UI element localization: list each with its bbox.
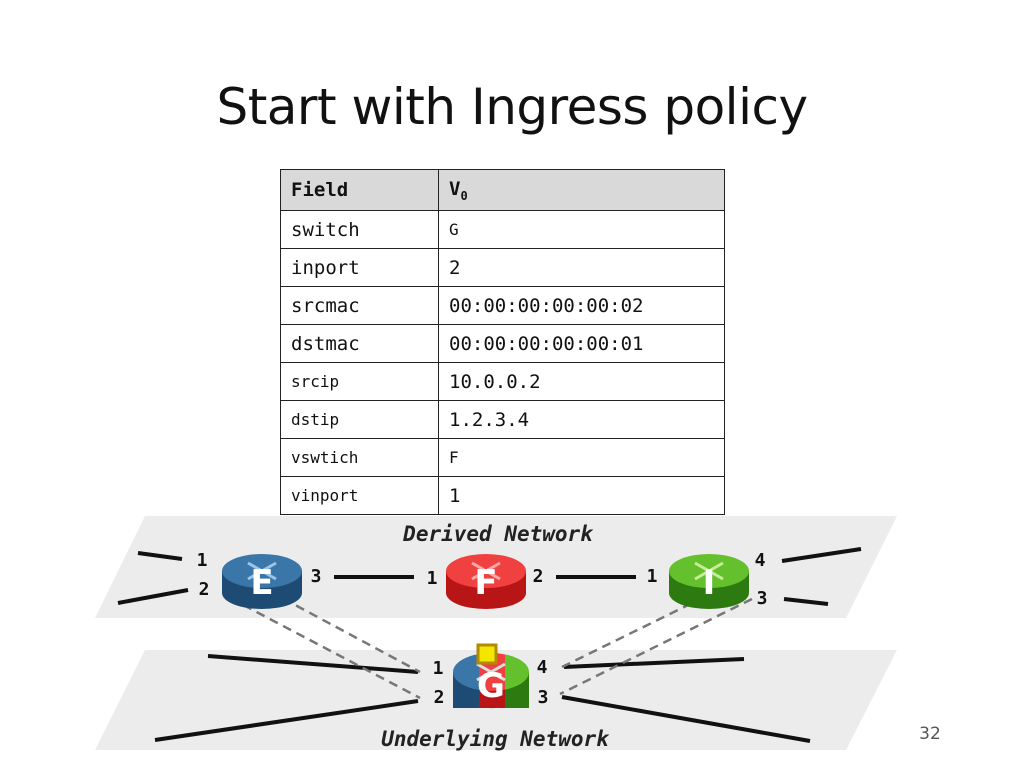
router-arrows-icon — [247, 561, 277, 581]
mapping-dashed-line — [229, 596, 421, 700]
port-label: 3 — [538, 687, 549, 708]
switch-label: G — [477, 666, 505, 706]
table-row: vswtich F — [280, 438, 725, 477]
table-header-row: Field V0 — [280, 169, 725, 211]
packet-marker-icon — [476, 643, 498, 665]
port-label: 2 — [434, 687, 445, 708]
link-line — [137, 551, 183, 561]
field-name: srcmac — [280, 286, 439, 325]
field-value: G — [438, 210, 725, 249]
switch-e: E — [222, 554, 302, 609]
port-label: 1 — [427, 568, 438, 589]
port-label: 2 — [199, 579, 210, 600]
page-number: 32 — [919, 724, 941, 744]
field-name: dstip — [280, 400, 439, 439]
mapping-dashed-line — [559, 597, 753, 696]
link-line — [117, 588, 189, 605]
port-label: 3 — [311, 566, 322, 587]
port-label: 1 — [433, 658, 444, 679]
router-arrows-icon — [476, 662, 506, 682]
table-row: switch G — [280, 210, 725, 249]
value-header-subscript: 0 — [460, 188, 468, 203]
value-header-label: V — [449, 177, 461, 200]
underlying-network-label: Underlying Network — [381, 727, 610, 751]
header-fields-table: Field V0 switch G inport 2 srcmac 00:00:… — [280, 169, 725, 515]
field-name: srcip — [280, 362, 439, 401]
port-label: 1 — [197, 550, 208, 571]
port-label: 2 — [533, 566, 544, 587]
field-name: inport — [280, 248, 439, 287]
field-name: vinport — [280, 476, 439, 515]
link-line — [563, 657, 745, 669]
field-value: 1 — [438, 476, 725, 515]
port-label: 3 — [757, 588, 768, 609]
derived-network-label: Derived Network — [402, 522, 594, 546]
column-header-field: Field — [280, 169, 439, 211]
port-label: 4 — [537, 657, 548, 678]
table-row: srcmac 00:00:00:00:00:02 — [280, 286, 725, 325]
table-row: inport 2 — [280, 248, 725, 287]
link-line — [561, 695, 811, 743]
link-line — [783, 597, 829, 606]
field-value: 00:00:00:00:00:02 — [438, 286, 725, 325]
port-label: 4 — [755, 550, 766, 571]
link-line — [207, 654, 419, 674]
field-name: vswtich — [280, 438, 439, 477]
link-line — [154, 699, 419, 742]
port-label: 1 — [647, 566, 658, 587]
switch-label: F — [474, 563, 497, 603]
link-line — [781, 547, 862, 563]
field-name: dstmac — [280, 324, 439, 363]
router-arrows-icon — [471, 561, 501, 581]
table-row: vinport 1 — [280, 476, 725, 515]
column-header-value: V0 — [438, 169, 725, 211]
field-name: switch — [280, 210, 439, 249]
slide-title: Start with Ingress policy — [216, 78, 808, 136]
switch-label: E — [250, 563, 273, 603]
switch-f: F — [446, 554, 526, 609]
router-arrows-icon — [694, 561, 724, 581]
field-value: 2 — [438, 248, 725, 287]
switch-i: I — [669, 554, 749, 609]
switch-label: I — [703, 563, 716, 603]
table-row: srcip 10.0.0.2 — [280, 362, 725, 401]
